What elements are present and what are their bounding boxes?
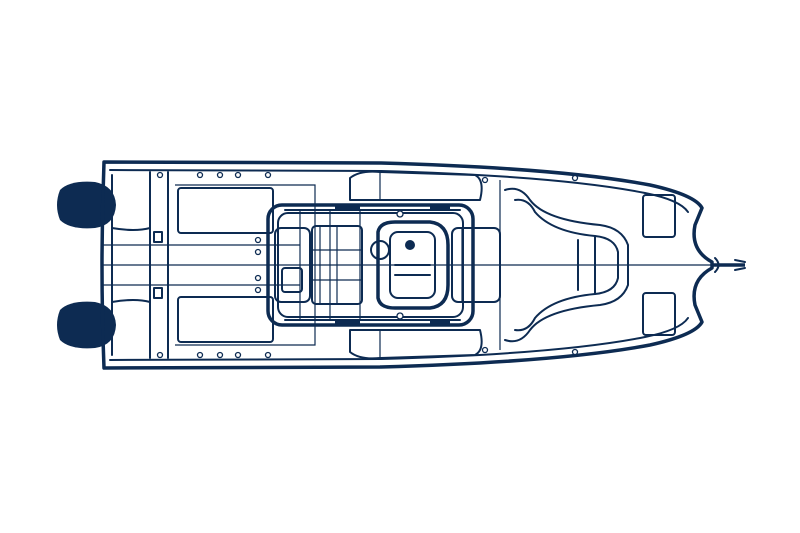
outboard-engine-port xyxy=(57,181,116,229)
bow-hatches xyxy=(642,194,676,336)
grab-rails xyxy=(254,206,450,324)
side-walkways xyxy=(349,170,483,360)
rod-holders xyxy=(156,171,579,359)
bow-seating xyxy=(499,180,629,350)
helm-console xyxy=(370,220,450,310)
bow-anchor xyxy=(712,257,746,273)
outboard-engine-starboard xyxy=(57,301,116,349)
transom xyxy=(111,171,169,359)
leaning-post xyxy=(274,225,363,305)
